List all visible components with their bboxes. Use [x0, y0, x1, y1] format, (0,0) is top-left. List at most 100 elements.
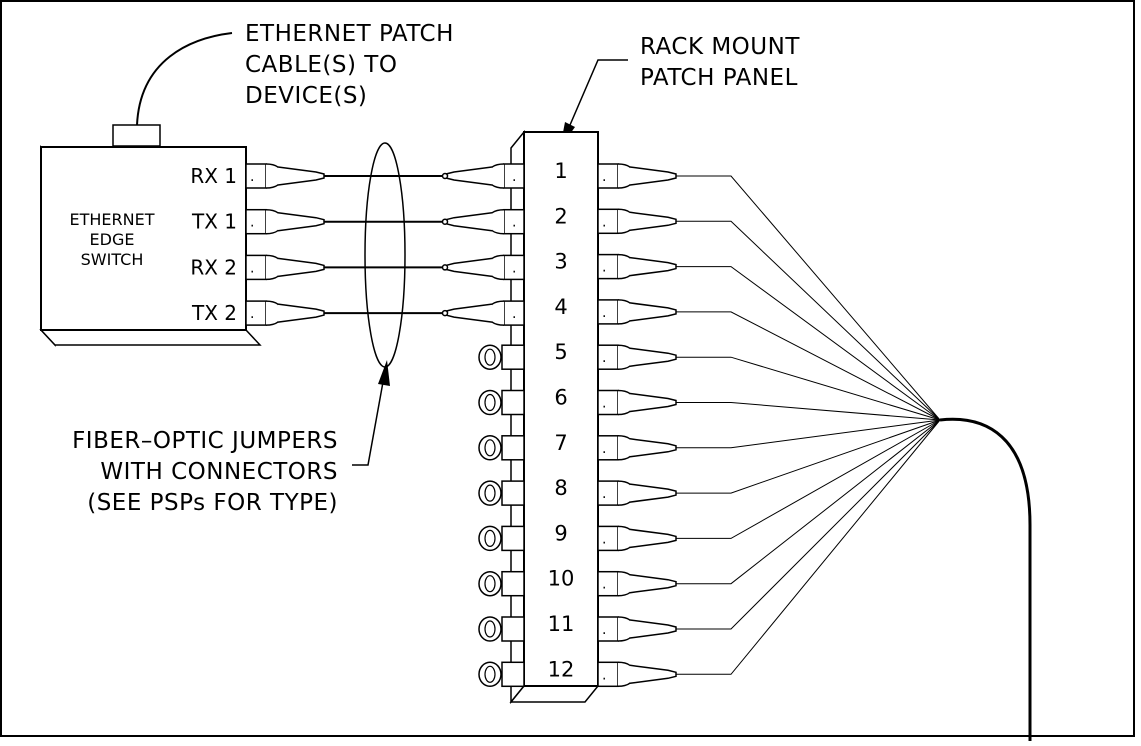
connector-boot — [445, 166, 493, 186]
breakout-fiber-line — [676, 419, 941, 449]
connector-dot: . — [602, 260, 606, 276]
connector-boot — [629, 256, 677, 277]
breakout-fiber-line — [676, 419, 941, 675]
connector-boot — [277, 211, 325, 232]
connector-dot: . — [512, 260, 516, 276]
breakout-fiber-line — [676, 311, 941, 421]
connector-boot — [445, 257, 493, 278]
ethernet-patch-line-3: DEVICE(S) — [245, 83, 367, 109]
jumper-end-ring — [441, 309, 449, 317]
panel-port-number: 12 — [548, 657, 575, 681]
panel-empty-adapter — [478, 435, 525, 461]
panel-port-number: 5 — [554, 340, 567, 364]
connector-boot — [277, 166, 325, 186]
panel-front-face — [523, 131, 599, 687]
panel-empty-adapter — [478, 389, 525, 416]
panel-empty-adapter — [478, 570, 525, 597]
adapter-body — [501, 661, 525, 688]
adapter-bore — [484, 348, 496, 366]
connector-ferrule — [245, 163, 267, 189]
panel-output-connector: . — [597, 525, 677, 552]
adapter-body — [501, 480, 525, 506]
switch-name-line-3: SWITCH — [81, 250, 144, 269]
panel-port-number: 4 — [554, 295, 567, 319]
panel-output-connector: . — [597, 163, 677, 189]
breakout-fiber-line — [676, 402, 941, 421]
connector-ferrule — [245, 254, 267, 281]
ethernet-edge-switch: ETHERNET EDGE SWITCH — [39, 124, 262, 347]
panel-input-connector: . — [445, 254, 525, 281]
connector-dot: . — [602, 169, 606, 185]
connector-dot: . — [602, 305, 606, 321]
connector-boot — [445, 211, 493, 232]
breakout-fiber-line — [676, 419, 941, 539]
connector-ferrule — [245, 208, 267, 235]
switch-port-label: TX 2 — [191, 301, 237, 325]
connector-ferrule — [597, 208, 619, 235]
fiber-jumpers-line-2: WITH CONNECTORS — [100, 459, 338, 485]
panel-output-connector: . — [597, 570, 677, 597]
connector-boot — [277, 257, 325, 278]
switch-port-connector: . — [245, 163, 325, 189]
connector-dot: . — [602, 622, 606, 638]
connector-boot — [629, 438, 677, 458]
switch-cable-plug — [112, 124, 161, 147]
connector-boot — [277, 303, 325, 323]
connector-boot — [629, 664, 677, 685]
adapter-bore — [484, 575, 496, 593]
panel-empty-adapter — [478, 344, 525, 370]
connector-boot — [445, 303, 493, 323]
adapter-bore — [484, 393, 496, 412]
connector-dot: . — [602, 667, 606, 683]
adapter-body — [501, 389, 525, 416]
connector-boot — [629, 528, 677, 549]
panel-input-connector: . — [445, 163, 525, 189]
fiber-jumpers-leader — [352, 381, 384, 466]
switch-name-line-2: EDGE — [90, 230, 135, 249]
connector-ferrule — [245, 300, 267, 326]
panel-output-connector: . — [597, 208, 677, 235]
connector-dot: . — [602, 396, 606, 412]
adapter-body — [501, 525, 525, 552]
switch-port-label: TX 1 — [191, 210, 237, 234]
connector-boot — [629, 302, 677, 322]
connector-dot: . — [602, 441, 606, 457]
connector-ferrule — [597, 435, 619, 461]
connector-ferrule — [597, 525, 619, 552]
jumper-end-ring — [441, 218, 449, 225]
switch-ports: RX 1..TX 1..RX 2..TX 2.. — [190, 163, 525, 326]
connector-ferrule — [597, 253, 619, 280]
switch-name-line-1: ETHERNET — [70, 210, 155, 229]
panel-port-number: 6 — [554, 386, 567, 410]
panel-empty-adapter — [478, 661, 525, 688]
switch-port-label: RX 2 — [190, 255, 237, 279]
switch-port-connector: . — [245, 300, 325, 326]
rack-mount-line-1: RACK MOUNT — [640, 34, 800, 60]
adapter-body — [501, 616, 525, 642]
connector-dot: . — [250, 215, 254, 231]
connector-boot — [629, 347, 677, 367]
connector-ferrule — [597, 480, 619, 506]
switch-port-connector: . — [245, 208, 325, 235]
connector-boot — [629, 483, 677, 503]
panel-output-connector: . — [597, 661, 677, 688]
connector-dot: . — [250, 169, 254, 185]
adapter-bore — [484, 439, 496, 457]
panel-bottom-face — [509, 685, 600, 703]
jumper-end-ring — [441, 264, 449, 271]
panel-empty-adapter — [478, 616, 525, 642]
panel-output-connector: . — [597, 435, 677, 461]
panel-port-number: 3 — [554, 250, 567, 274]
breakout-fiber-line — [676, 419, 941, 585]
panel-output-connector: . — [597, 299, 677, 325]
panel-port-number: 11 — [548, 612, 575, 636]
switch-front-face — [40, 146, 247, 331]
connector-boot — [629, 211, 677, 232]
adapter-bore — [484, 620, 496, 638]
connector-boot — [629, 392, 677, 413]
ethernet-patch-line-1: ETHERNET PATCH — [245, 21, 454, 47]
panel-output-connector: . — [597, 253, 677, 280]
adapter-bore — [484, 529, 496, 548]
panel-ports: 1.2.3.4.5.6.7.8.9.10.11.12. — [478, 159, 677, 688]
connector-ferrule — [597, 616, 619, 642]
